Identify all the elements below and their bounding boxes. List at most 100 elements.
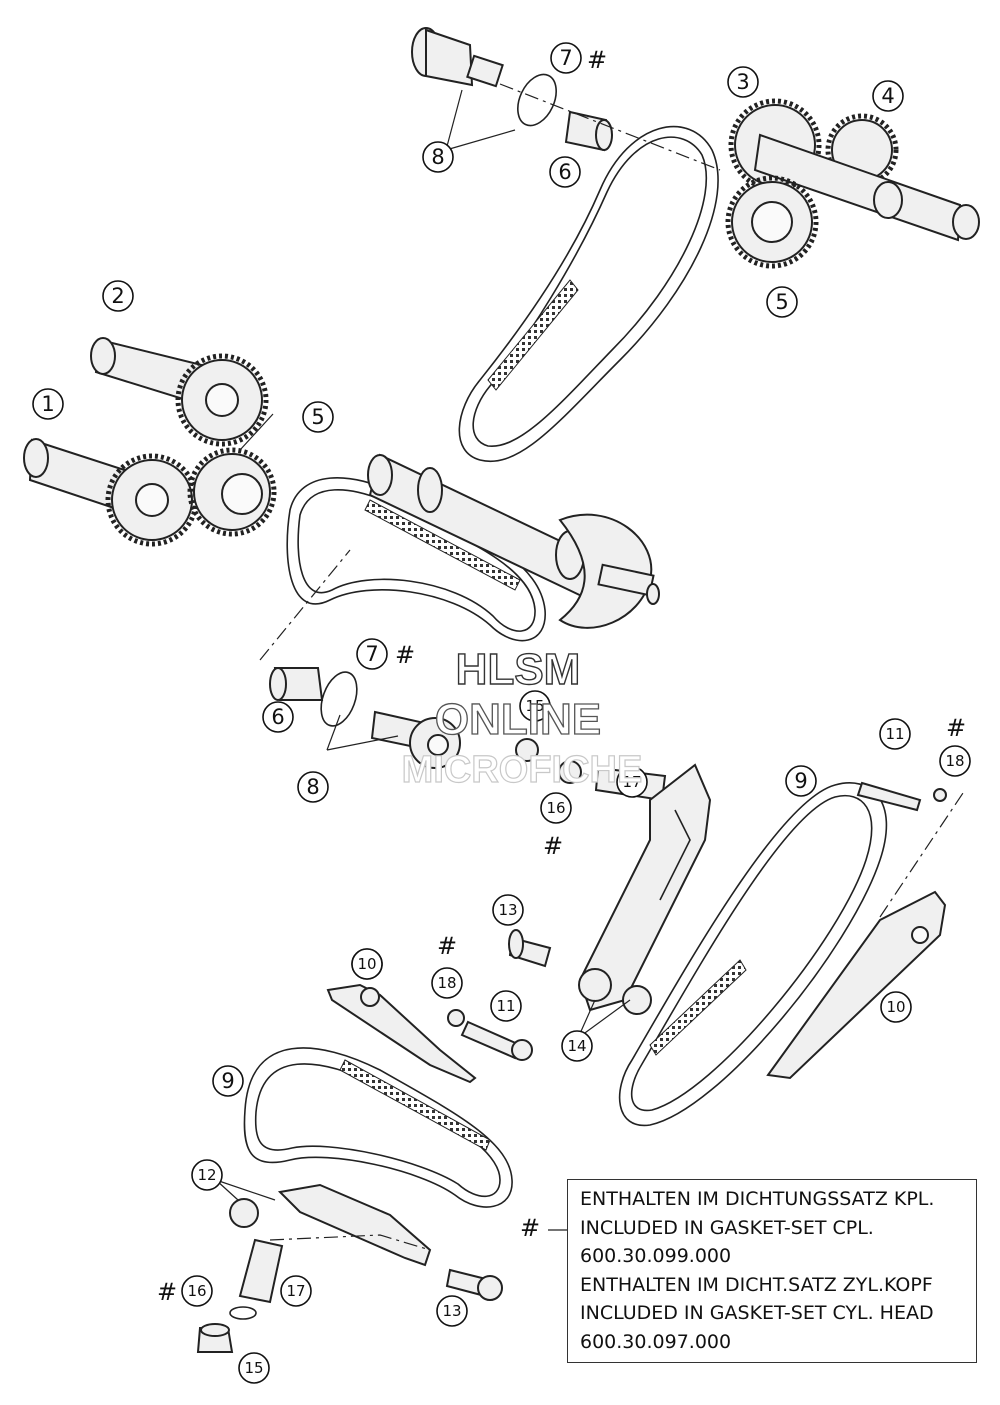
- hash-markers: # # # # # #: [157, 46, 966, 1306]
- upper-timing-chain: [458, 125, 719, 463]
- callout-label: 7: [559, 46, 572, 70]
- legend-line: INCLUDED IN GASKET-SET CYL. HEAD: [580, 1302, 934, 1324]
- callout-1: 1: [32, 388, 64, 420]
- legend-line: 600.30.097.000: [580, 1330, 732, 1353]
- right-timing-chain: [618, 782, 888, 1127]
- callout-6: 6: [549, 156, 581, 188]
- callout-label: 10: [886, 998, 905, 1016]
- callout-7: 7: [356, 638, 388, 670]
- callout-13: 13: [492, 894, 524, 926]
- callout-label: 17: [286, 1282, 305, 1300]
- callout-label: 14: [567, 1037, 586, 1055]
- callout-circle: [519, 690, 551, 722]
- callout-circle: [939, 745, 971, 777]
- callout-circle: [550, 42, 582, 74]
- callout-16: 16: [540, 792, 572, 824]
- callout-circle: [191, 1159, 223, 1191]
- callout-circle: [238, 1352, 270, 1384]
- callout-circle: [351, 948, 383, 980]
- callout-3: 3: [727, 66, 759, 98]
- callout-label: 7: [365, 642, 378, 666]
- callout-circle: [880, 991, 912, 1023]
- right-camshaft-assembly: [725, 98, 980, 269]
- callout-label: 15: [525, 697, 544, 715]
- tensioner-arm-upper: [508, 763, 712, 1015]
- callout-label: 13: [442, 1302, 461, 1320]
- callout-18: 18: [431, 967, 463, 999]
- callout-label: 10: [357, 955, 376, 973]
- callout-15: 15: [238, 1352, 270, 1384]
- callout-label: 5: [775, 290, 788, 314]
- callout-label: 11: [496, 997, 515, 1015]
- callout-9: 9: [785, 765, 817, 797]
- callout-circle: [766, 286, 798, 318]
- callout-8: 8: [297, 771, 329, 803]
- callout-5: 5: [302, 401, 334, 433]
- callout-15: 15: [519, 690, 551, 722]
- watermark-line-3: MICROFICHE: [402, 749, 643, 791]
- callout-4: 4: [872, 80, 904, 112]
- callout-18: 18: [939, 745, 971, 777]
- callout-circle: [540, 792, 572, 824]
- callout-circle: [727, 66, 759, 98]
- callout-16: 16: [181, 1275, 213, 1307]
- callout-17: 17: [280, 1275, 312, 1307]
- callout-11: 11: [490, 990, 522, 1022]
- callout-circle: [490, 990, 522, 1022]
- lower-timing-chain: [243, 1047, 513, 1208]
- callout-circle: [879, 718, 911, 750]
- callout-circle: [280, 1275, 312, 1307]
- legend-line: 600.30.099.000: [580, 1245, 732, 1267]
- callout-12: 12: [191, 1159, 223, 1191]
- callout-label: 11: [885, 725, 904, 743]
- callout-label: 6: [271, 705, 284, 729]
- guide-rail-right: [766, 781, 966, 1080]
- callout-circle: [872, 80, 904, 112]
- callout-6: 6: [262, 701, 294, 733]
- callout-label: 4: [881, 84, 894, 108]
- callout-label: 15: [244, 1359, 263, 1377]
- callout-circle: [102, 280, 134, 312]
- callout-11: 11: [879, 718, 911, 750]
- callout-17: 17: [616, 766, 648, 798]
- callout-label: 17: [622, 773, 641, 791]
- callout-14: 14: [561, 1030, 593, 1062]
- callout-10: 10: [880, 991, 912, 1023]
- callout-label: 13: [498, 901, 517, 919]
- watermark-line-2: ONLINE: [435, 695, 601, 744]
- callout-5: 5: [766, 286, 798, 318]
- part-callouts: 1234556677889910101011111213131415151616…: [32, 42, 971, 1384]
- hash-marker: #: [395, 641, 415, 669]
- callout-9: 9: [212, 1065, 244, 1097]
- watermark-line-1: HLSM: [456, 645, 581, 694]
- callout-label: 2: [111, 284, 124, 308]
- tensioner-lower: [196, 1183, 503, 1353]
- callout-circle: [492, 894, 524, 926]
- hash-marker: #: [587, 46, 607, 74]
- crankshaft: [367, 453, 660, 629]
- callout-circle: [302, 401, 334, 433]
- legend-line: INCLUDED IN GASKET-SET CPL.: [580, 1216, 874, 1239]
- callout-circle: [616, 766, 648, 798]
- callout-circle: [356, 638, 388, 670]
- callout-circle: [181, 1275, 213, 1307]
- guide-rail-left: [326, 983, 533, 1084]
- legend-line: ENTHALTEN IM DICHTUNGSSATZ KPL.: [580, 1188, 935, 1210]
- left-camshaft-assembly: [23, 337, 277, 547]
- callout-label: 1: [41, 392, 54, 416]
- callout-label: 16: [187, 1282, 206, 1300]
- hash-marker: #: [946, 714, 966, 742]
- legend-marker: #: [520, 1214, 541, 1242]
- callout-circle: [431, 967, 463, 999]
- callout-label: 9: [221, 1069, 234, 1093]
- callout-label: 5: [311, 405, 324, 429]
- callout-circle: [262, 701, 294, 733]
- legend-line: ENTHALTEN IM DICHT.SATZ ZYL.KOPF: [580, 1273, 933, 1296]
- callout-label: 16: [546, 799, 565, 817]
- callout-label: 8: [431, 145, 444, 169]
- callout-13: 13: [436, 1295, 468, 1327]
- callout-label: 9: [794, 769, 807, 793]
- callout-label: 18: [437, 974, 456, 992]
- callout-label: 6: [558, 160, 571, 184]
